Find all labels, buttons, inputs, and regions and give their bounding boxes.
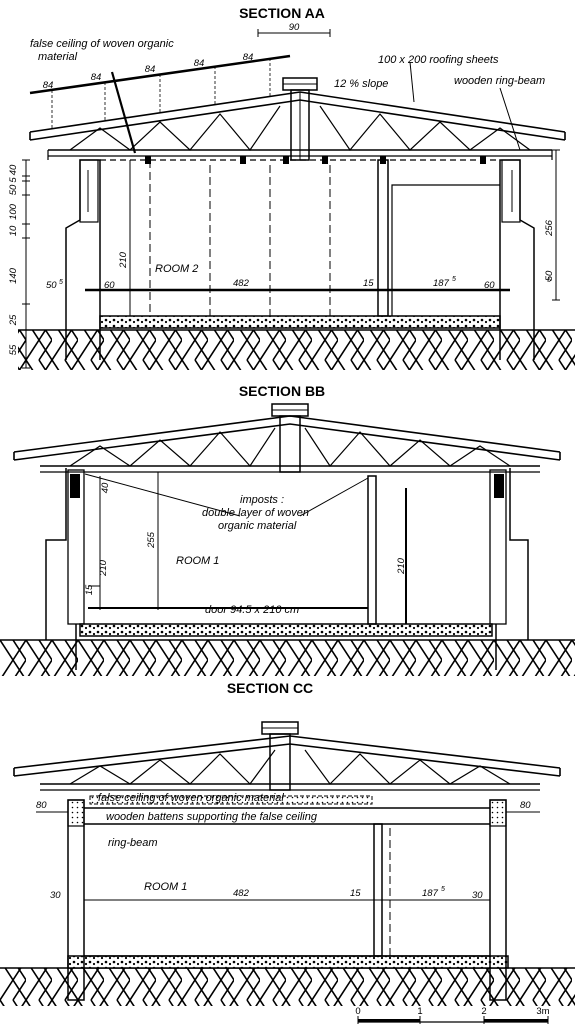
aa-dim-187-sup: 5 <box>452 276 456 283</box>
cc-dim-187-sup: 5 <box>441 886 445 893</box>
aa-ring-beam-label: wooden ring-beam <box>454 75 545 87</box>
bb-dim-40: 40 <box>100 482 111 493</box>
aa-dim-v-3: 100 <box>8 203 19 220</box>
bb-door-label: door 94.5 x 210 cm <box>205 604 299 616</box>
scale-tick-0: 0 <box>355 1006 360 1017</box>
aa-dim-v-2: 50 <box>8 184 19 195</box>
bb-dim-right-210: 210 <box>396 557 407 575</box>
aa-ground <box>18 329 575 370</box>
aa-dim-90: 90 <box>289 22 300 33</box>
scale-tick-1: 1 <box>417 1006 422 1017</box>
aa-floor-slab <box>99 315 501 329</box>
cc-dim-right-80: 80 <box>520 800 531 811</box>
aa-dim-84-4: 84 <box>243 52 254 63</box>
bb-dim-255: 255 <box>146 531 157 549</box>
cc-roof-truss <box>13 721 561 791</box>
cc-dim-187: 187 <box>422 888 439 899</box>
section-aa-title: SECTION AA <box>239 5 325 21</box>
aa-dim-v-6: 25 <box>8 314 19 326</box>
aa-room-label: ROOM 2 <box>155 263 198 275</box>
aa-interior <box>85 159 510 317</box>
cc-ground <box>0 967 575 1006</box>
aa-dim-v-0: 40 <box>8 164 19 175</box>
bb-ground <box>0 639 575 676</box>
bb-interior <box>84 472 407 625</box>
aa-dim-v-1: 5 <box>8 177 19 183</box>
bb-imposts-label-2: double layer of woven <box>202 507 309 519</box>
scale-tick-2: 2 <box>481 1006 486 1017</box>
cc-dim-15: 15 <box>350 888 361 899</box>
bb-walls <box>45 468 529 640</box>
aa-dim-right-50-sup: 5 <box>547 277 551 284</box>
bb-imposts-label-3: organic material <box>218 520 297 532</box>
cc-dim-482: 482 <box>233 888 250 899</box>
aa-walls <box>65 159 535 360</box>
aa-roofing-sheets-label: 100 x 200 roofing sheets <box>378 54 499 66</box>
bb-imposts-label-1: imposts : <box>240 494 284 506</box>
aa-dim-210: 210 <box>118 251 129 269</box>
aa-dim-84-2: 84 <box>145 64 156 75</box>
aa-dim-60-left: 60 <box>104 280 115 291</box>
section-cc-title: SECTION CC <box>227 680 313 696</box>
scale-bar: 0 1 2 3m <box>355 1006 550 1024</box>
cc-dim-left-80: 80 <box>36 800 47 811</box>
aa-slope-label: 12 % slope <box>334 78 388 90</box>
section-aa: SECTION AA <box>8 5 575 370</box>
cc-dim-left-30: 30 <box>50 890 61 901</box>
aa-dim-left-50: 50 <box>46 280 57 291</box>
section-bb-title: SECTION BB <box>239 383 325 399</box>
bb-floor-slab <box>75 623 497 670</box>
aa-dim-left-50-sup: 5 <box>59 279 63 286</box>
aa-dim-256: 256 <box>544 219 555 237</box>
cc-ceiling <box>36 795 540 957</box>
cc-floor-slab <box>67 955 509 969</box>
bb-roof-truss <box>13 403 561 473</box>
cc-walls <box>67 799 507 1001</box>
aa-dim-84-3: 84 <box>194 58 205 69</box>
cc-ring-beam-label: ring-beam <box>108 837 158 849</box>
section-cc: SECTION CC <box>0 680 575 1006</box>
aa-right-dim-column: 256 50 <box>544 149 560 301</box>
aa-dim-84-0: 84 <box>43 80 54 91</box>
aa-false-ceiling-label-1: false ceiling of woven organic <box>30 38 174 50</box>
cc-dim-right-30: 30 <box>472 890 483 901</box>
aa-roof-truss <box>29 77 566 164</box>
aa-dim-60-right: 60 <box>484 280 495 291</box>
aa-false-ceiling-label-2: material <box>38 51 78 63</box>
aa-leaders <box>29 29 521 154</box>
bb-dim-left-210: 210 <box>98 559 109 577</box>
aa-dim-v-5: 140 <box>8 267 19 284</box>
aa-left-dim-column: 40 5 50 100 10 140 25 55 <box>8 159 30 369</box>
aa-dim-15: 15 <box>363 278 374 289</box>
cc-room-label: ROOM 1 <box>144 881 187 893</box>
aa-dim-84-1: 84 <box>91 72 102 83</box>
bb-dim-left-15: 15 <box>84 584 95 595</box>
bb-room-label: ROOM 1 <box>176 555 219 567</box>
cc-battens-label: wooden battens supporting the false ceil… <box>106 811 318 823</box>
aa-dim-187: 187 <box>433 278 450 289</box>
aa-dim-482: 482 <box>233 278 250 289</box>
aa-dim-v-4: 10 <box>8 225 19 236</box>
scale-tick-3: 3m <box>536 1006 549 1017</box>
aa-dim-right-50: 50 <box>544 270 555 281</box>
section-bb: SECTION BB <box>0 383 575 676</box>
cc-false-ceiling-label: false ceiling of woven organic material <box>98 792 284 804</box>
aa-dim-v-7: 55 <box>8 344 19 355</box>
